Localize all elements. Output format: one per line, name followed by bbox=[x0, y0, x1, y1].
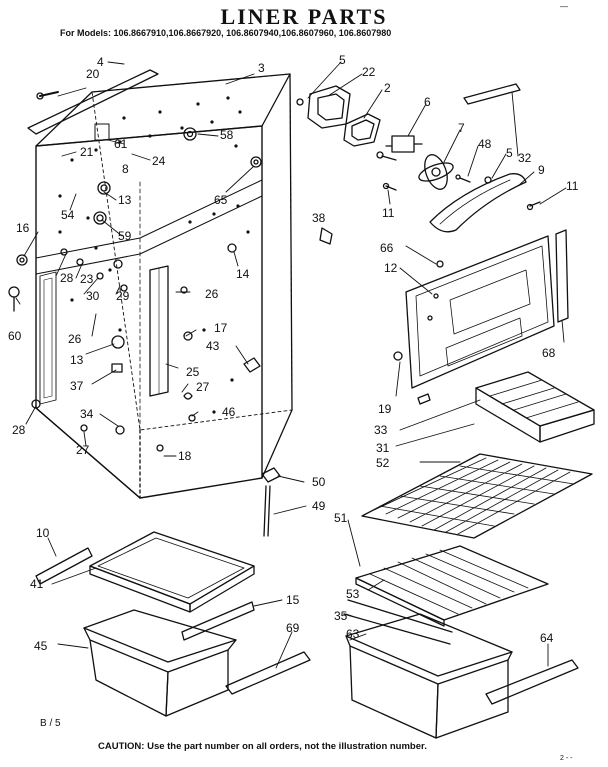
callout-5b: 5 bbox=[506, 146, 513, 160]
callout-9: 9 bbox=[538, 163, 545, 177]
callout-66: 66 bbox=[380, 241, 394, 255]
callout-26a: 26 bbox=[205, 287, 219, 301]
page-title: LINER PARTS bbox=[220, 4, 388, 29]
callout-29: 29 bbox=[116, 289, 130, 303]
callout-43: 43 bbox=[206, 339, 220, 353]
callout-20: 20 bbox=[86, 67, 100, 81]
callout-labels: 20 4 3 5 22 2 6 7 48 5 32 9 11 11 21 61 … bbox=[8, 53, 579, 653]
callout-11b: 11 bbox=[382, 206, 395, 220]
callout-21: 21 bbox=[80, 145, 94, 159]
callout-3: 3 bbox=[258, 61, 265, 75]
callout-32: 32 bbox=[518, 151, 532, 165]
callout-2: 2 bbox=[384, 81, 391, 95]
callout-13a: 13 bbox=[118, 193, 132, 207]
callout-38: 38 bbox=[312, 211, 326, 225]
callout-8: 8 bbox=[122, 162, 129, 176]
callout-69: 69 bbox=[286, 621, 300, 635]
callout-37: 37 bbox=[70, 379, 84, 393]
callout-53: 53 bbox=[346, 587, 360, 601]
corner-mark: — bbox=[560, 2, 568, 11]
callout-35: 35 bbox=[334, 609, 348, 623]
callout-5a: 5 bbox=[339, 53, 346, 67]
callout-64: 64 bbox=[540, 631, 554, 645]
callout-11a: 11 bbox=[566, 179, 579, 193]
callout-27a: 27 bbox=[196, 380, 210, 394]
callout-12: 12 bbox=[384, 261, 398, 275]
callout-18: 18 bbox=[178, 449, 192, 463]
upper-right-parts bbox=[296, 83, 541, 233]
caution-note: CAUTION: Use the part number on all orde… bbox=[98, 741, 427, 752]
callout-27b: 27 bbox=[76, 443, 90, 457]
bottom-corner-mark: 2 - - bbox=[560, 755, 573, 762]
callout-19: 19 bbox=[378, 402, 392, 416]
callout-46: 46 bbox=[222, 405, 236, 419]
callout-4: 4 bbox=[97, 55, 104, 69]
callout-63: 63 bbox=[346, 627, 360, 641]
callout-58: 58 bbox=[220, 128, 234, 142]
callout-15: 15 bbox=[286, 593, 300, 607]
left-hardware bbox=[8, 91, 59, 409]
callout-28a: 28 bbox=[60, 271, 74, 285]
callout-24: 24 bbox=[152, 154, 166, 168]
callout-17: 17 bbox=[214, 321, 228, 335]
ice-tray-and-shelves bbox=[343, 371, 595, 645]
callout-28b: 28 bbox=[12, 423, 26, 437]
callout-68: 68 bbox=[542, 346, 556, 360]
callout-6: 6 bbox=[424, 95, 431, 109]
page-reference: B / 5 bbox=[40, 718, 61, 729]
callout-31: 31 bbox=[376, 441, 390, 455]
thermostat-probe bbox=[261, 467, 281, 537]
model-list: For Models: 106.8667910,106.8667920, 106… bbox=[60, 28, 392, 38]
evaporator-cover-panel bbox=[319, 227, 569, 405]
callout-23: 23 bbox=[80, 272, 94, 286]
callout-25: 25 bbox=[186, 365, 200, 379]
callout-45: 45 bbox=[34, 639, 48, 653]
callout-60: 60 bbox=[8, 329, 22, 343]
callout-51: 51 bbox=[334, 511, 348, 525]
callout-49: 49 bbox=[312, 499, 326, 513]
crisper-drawers-left bbox=[35, 531, 311, 717]
callout-54: 54 bbox=[61, 208, 75, 222]
callout-59: 59 bbox=[118, 229, 132, 243]
callout-10: 10 bbox=[36, 526, 50, 540]
callout-61: 61 bbox=[114, 137, 128, 151]
callout-65: 65 bbox=[214, 193, 228, 207]
callout-48: 48 bbox=[478, 137, 492, 151]
callout-26b: 26 bbox=[68, 332, 82, 346]
callout-41: 41 bbox=[30, 577, 44, 591]
callout-22: 22 bbox=[362, 65, 376, 79]
callout-52: 52 bbox=[376, 456, 390, 470]
callout-30: 30 bbox=[86, 289, 100, 303]
liner-cabinet bbox=[27, 69, 293, 499]
leader-lines bbox=[15, 61, 567, 669]
callout-34: 34 bbox=[80, 407, 94, 421]
callout-7: 7 bbox=[458, 121, 465, 135]
callout-16: 16 bbox=[16, 221, 30, 235]
callout-33: 33 bbox=[374, 423, 388, 437]
callout-14: 14 bbox=[236, 267, 250, 281]
callout-13b: 13 bbox=[70, 353, 84, 367]
crisper-drawers-right bbox=[345, 613, 579, 739]
callout-50: 50 bbox=[312, 475, 326, 489]
